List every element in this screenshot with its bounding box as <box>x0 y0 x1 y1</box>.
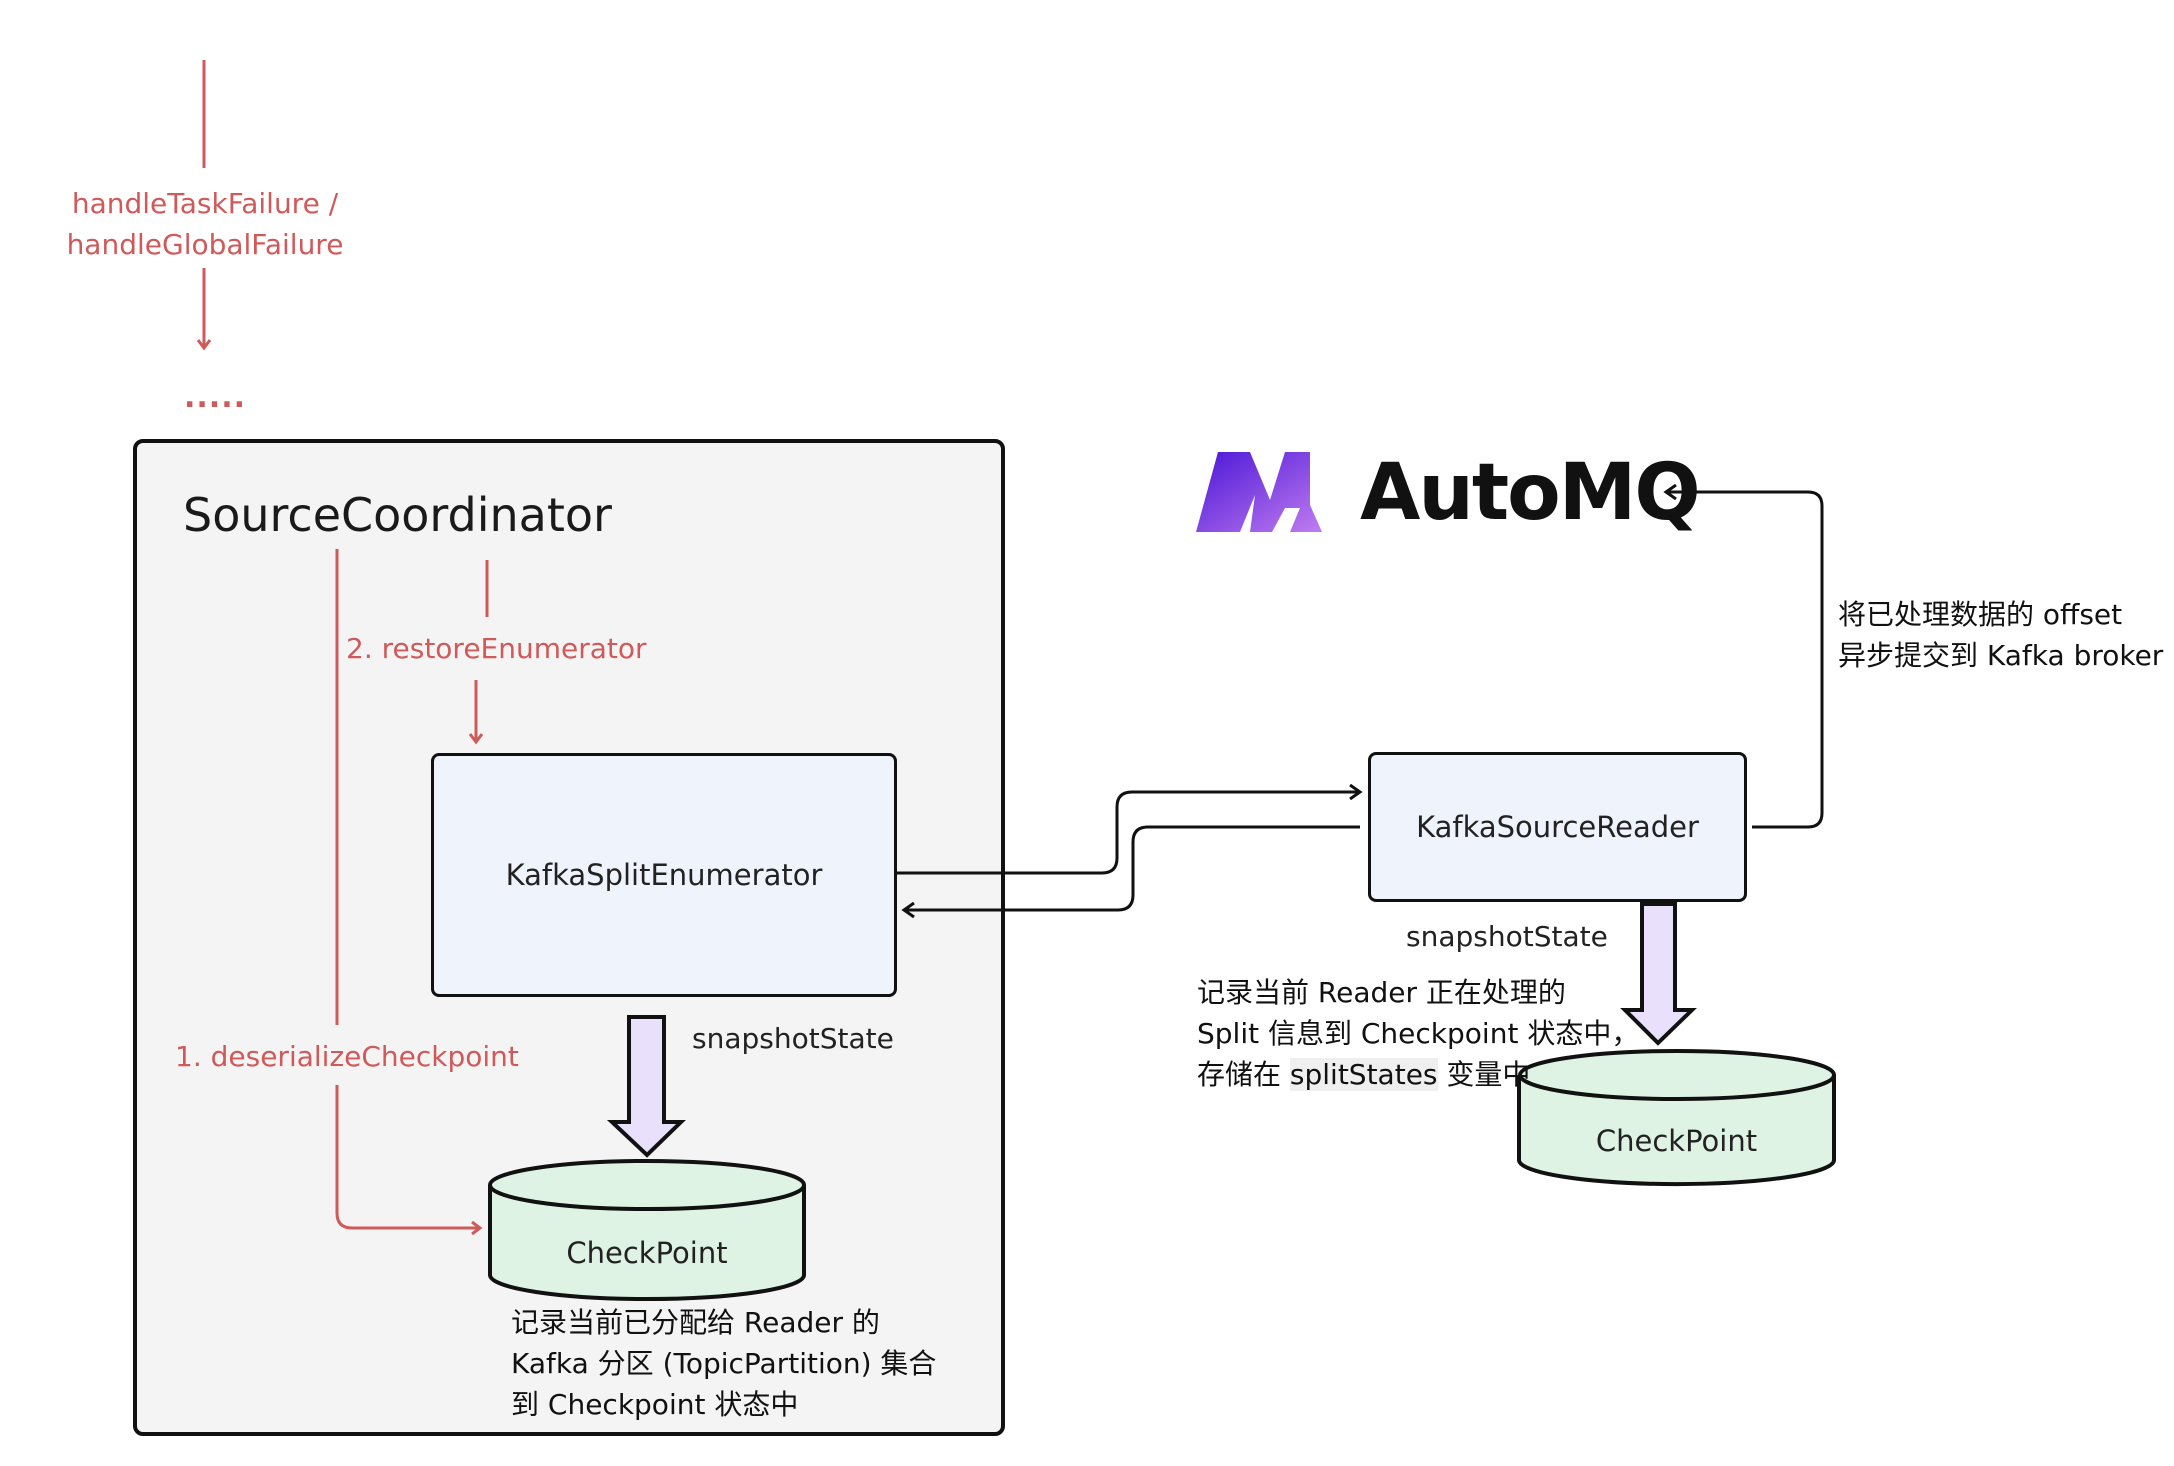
note-line: 存储在 splitStates 变量中 <box>1197 1054 1639 1095</box>
enumerator-checkpoint-note: 记录当前已分配给 Reader 的 Kafka 分区 (TopicPartiti… <box>511 1302 936 1425</box>
note-line: 记录当前 Reader 正在处理的 <box>1197 976 1566 1009</box>
note-text: 存储在 <box>1197 1058 1290 1091</box>
failure-label-line1: handleTaskFailure / <box>71 187 339 220</box>
reader-checkpoint-note: 记录当前 Reader 正在处理的 Split 信息到 Checkpoint 状… <box>1197 972 1639 1095</box>
offset-commit-arrow <box>1666 492 1824 829</box>
coordinator-title: SourceCoordinator <box>183 488 612 542</box>
note-text: 变量中 <box>1437 1058 1531 1091</box>
code-highlight: splitStates <box>1289 1058 1438 1091</box>
checkpoint-label-right: CheckPoint <box>1595 1124 1758 1158</box>
kafka-source-reader-box: KafkaSourceReader <box>1368 752 1747 902</box>
kafka-split-enumerator-box: KafkaSplitEnumerator <box>431 753 897 997</box>
note-line: 到 Checkpoint 状态中 <box>511 1388 799 1421</box>
snapshot-arrow-right <box>1620 902 1697 1046</box>
enumerator-to-reader-arrow <box>896 792 1360 875</box>
checkpoint-label-left: CheckPoint <box>566 1236 728 1270</box>
failure-label-line2: handleGlobalFailure <box>66 228 344 261</box>
note-line: Kafka 分区 (TopicPartition) 集合 <box>511 1347 937 1380</box>
checkpoint-db-right <box>1517 1049 1836 1187</box>
ellipsis: ..... <box>184 380 246 415</box>
deserialize-arrow <box>335 1085 480 1228</box>
snapshot-state-label-left: snapshotState <box>692 1022 894 1055</box>
offset-commit-note: 将已处理数据的 offset 异步提交到 Kafka broker <box>1838 594 2163 676</box>
snapshot-arrow-left <box>606 1015 686 1158</box>
snapshot-state-label-right: snapshotState <box>1406 920 1608 953</box>
checkpoint-db-left <box>488 1159 806 1301</box>
automq-logo-text: AutoMQ <box>1360 448 1701 538</box>
note-line: 记录当前已分配给 Reader 的 <box>511 1306 880 1339</box>
note-line: Split 信息到 Checkpoint 状态中， <box>1197 1017 1640 1050</box>
note-line: 异步提交到 Kafka broker <box>1838 639 2164 672</box>
restore-enumerator-label: 2. restoreEnumerator <box>346 632 647 665</box>
failure-handler-label: handleTaskFailure / handleGlobalFailure <box>65 183 345 265</box>
reader-to-enumerator-arrow <box>904 825 1360 910</box>
note-line: 将已处理数据的 offset <box>1838 598 2123 631</box>
deserialize-checkpoint-label: 1. deserializeCheckpoint <box>175 1040 519 1073</box>
automq-logo-icon <box>1196 452 1322 532</box>
